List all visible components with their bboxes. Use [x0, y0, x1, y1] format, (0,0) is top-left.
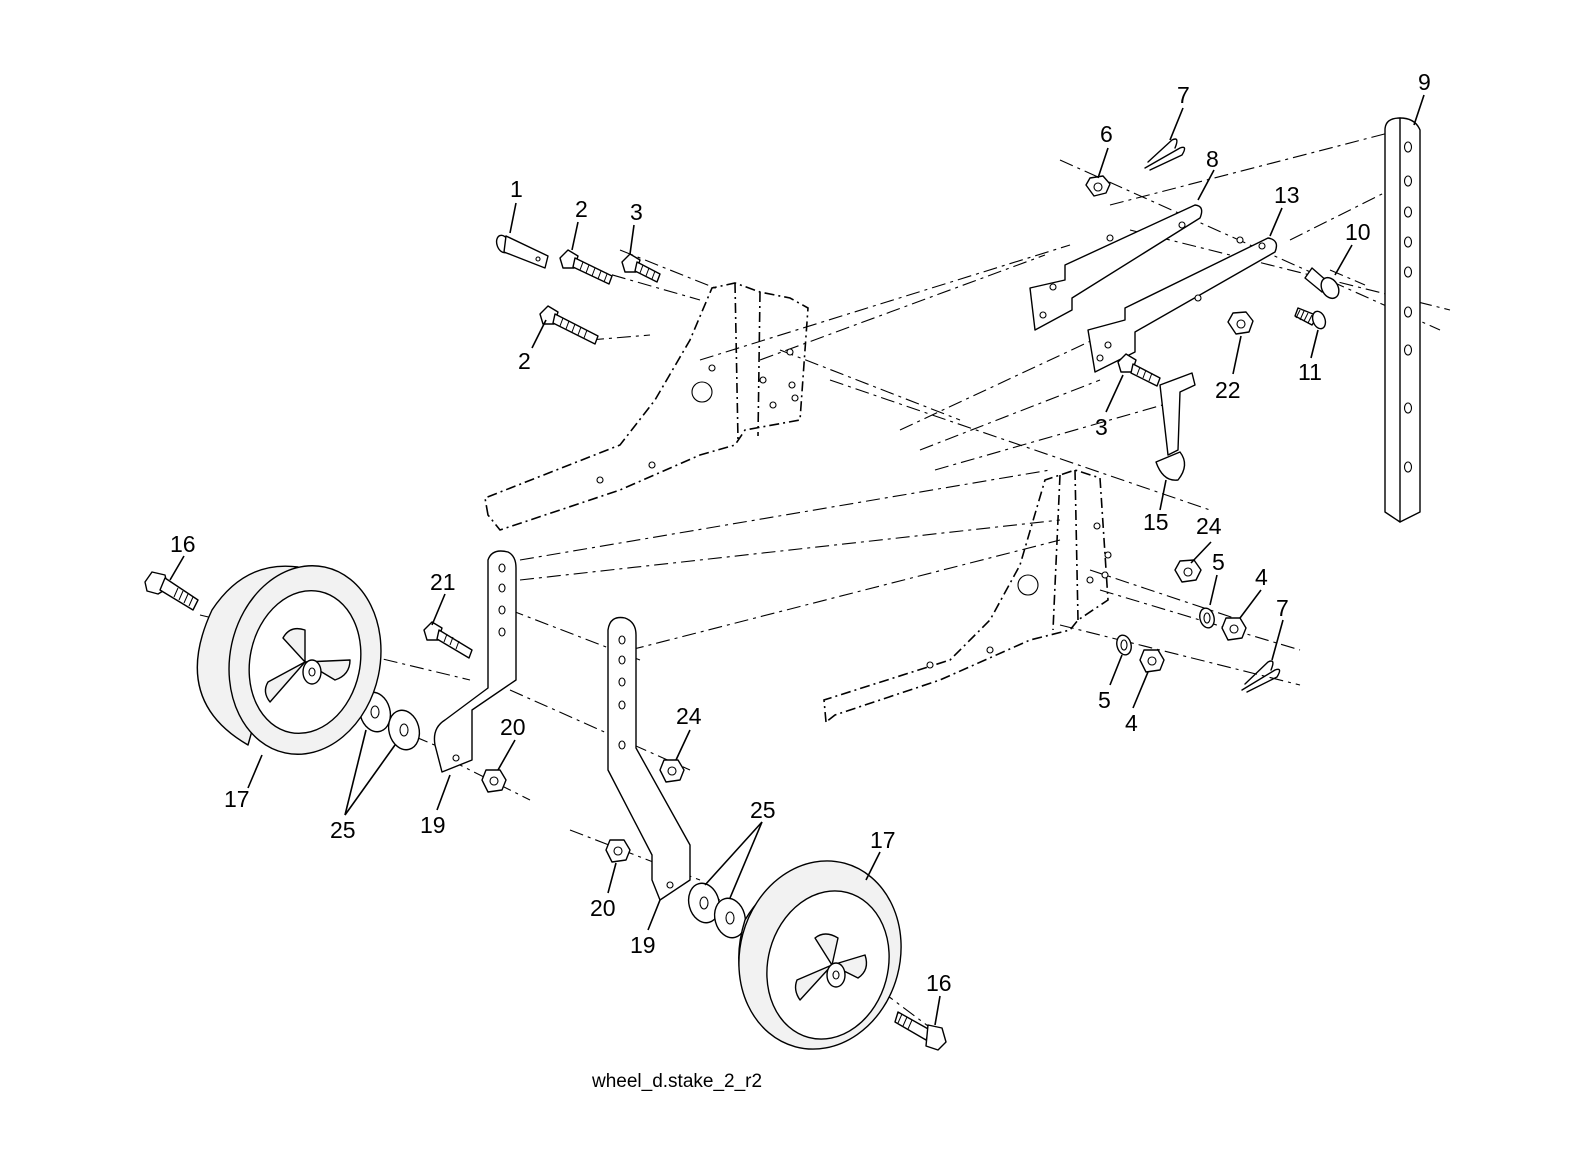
hex-nut-4-lower — [1139, 649, 1165, 673]
clevis-pin-1 — [495, 234, 549, 269]
hair-pin-lower — [1241, 660, 1281, 693]
callout-2: 2 — [575, 196, 588, 222]
flat-washers-25-left — [358, 691, 421, 751]
shoulder-bolt-16-right — [894, 1011, 947, 1051]
wheel-bracket-19-left — [433, 550, 517, 773]
hex-nut-22 — [1227, 311, 1254, 335]
callout-5: 5 — [1212, 549, 1225, 575]
callout-24: 24 — [676, 703, 702, 729]
callout-13: 13 — [1274, 182, 1300, 208]
callout-4: 4 — [1125, 710, 1138, 736]
callout-15: 15 — [1143, 509, 1169, 535]
callout-19: 19 — [630, 932, 656, 958]
callout-5: 5 — [1098, 687, 1111, 713]
callout-1: 1 — [510, 176, 523, 202]
callout-24: 24 — [1196, 513, 1222, 539]
callout-3: 3 — [1095, 414, 1108, 440]
callout-labels: 1 2 2 3 3 4 4 5 5 6 7 7 8 9 10 11 13 15 … — [170, 69, 1431, 996]
hex-nut-6 — [1085, 175, 1111, 197]
leader-lines — [169, 94, 1425, 1026]
callout-20: 20 — [500, 714, 526, 740]
callout-7: 7 — [1177, 82, 1190, 108]
callout-9: 9 — [1418, 69, 1431, 95]
callout-20: 20 — [590, 895, 616, 921]
callout-16: 16 — [170, 531, 196, 557]
clevis-pin — [1304, 267, 1340, 300]
callout-25: 25 — [330, 817, 356, 843]
callout-8: 8 — [1206, 146, 1219, 172]
hex-nut-4-upper — [1221, 617, 1247, 641]
callout-3: 3 — [630, 199, 643, 225]
callout-2: 2 — [518, 348, 531, 374]
stake-bracket-13 — [1087, 236, 1278, 373]
hex-bolt-2-upper — [559, 249, 613, 285]
callout-25: 25 — [750, 797, 776, 823]
callout-6: 6 — [1100, 121, 1113, 147]
lock-nut-20-lower — [605, 839, 631, 863]
callout-10: 10 — [1345, 219, 1371, 245]
shoulder-bolt-16-left — [144, 571, 199, 611]
tiller-frame-left-phantom — [484, 282, 809, 531]
lock-nut-24-center — [659, 759, 685, 783]
callout-7: 7 — [1276, 595, 1289, 621]
hex-bolt-3-lower — [1117, 353, 1161, 387]
hair-pin-upper — [1144, 138, 1186, 171]
wheel-17-right — [738, 860, 902, 1050]
knob-bolt-11 — [1294, 307, 1327, 330]
lock-nut-24-right — [1174, 559, 1202, 583]
tiller-frame-right-phantom — [823, 469, 1112, 724]
callout-4: 4 — [1255, 564, 1268, 590]
flat-washers-25-right — [687, 882, 747, 939]
callout-11: 11 — [1298, 359, 1322, 385]
hex-bolt-3-upper — [621, 253, 661, 283]
depth-stake-bar — [1384, 117, 1421, 523]
callout-17: 17 — [224, 786, 250, 812]
callout-21: 21 — [430, 569, 456, 595]
callout-17: 17 — [870, 827, 896, 853]
diagram-caption: wheel_d.stake_2_r2 — [591, 1071, 762, 1092]
callout-19: 19 — [420, 812, 446, 838]
callout-16: 16 — [926, 970, 952, 996]
stake-bracket-8 — [1029, 204, 1203, 331]
spring-washer-5-upper — [1199, 607, 1215, 629]
callout-22: 22 — [1215, 377, 1241, 403]
spring-washer-5-lower — [1116, 634, 1132, 656]
lock-nut-20-left — [481, 769, 507, 793]
wheel-17-left — [196, 565, 382, 755]
hex-bolt-2-lower — [539, 305, 599, 345]
hex-bolt-21 — [423, 621, 473, 659]
stake-latch — [1155, 372, 1196, 481]
wheel-bracket-19-right — [607, 616, 691, 901]
